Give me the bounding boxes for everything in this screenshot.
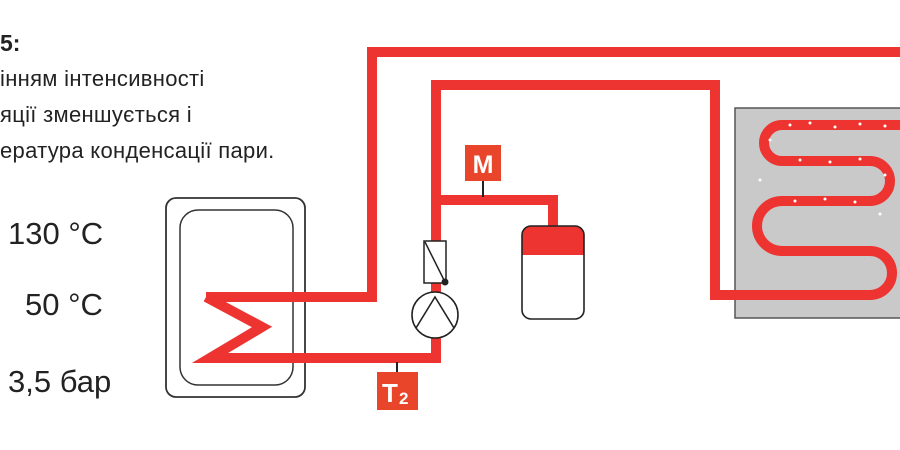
expansion-tank (521, 225, 585, 320)
pipes (191, 47, 900, 363)
text-line-2: яції зменшується і (0, 102, 192, 127)
temperature-sensor-label: T 2 (377, 372, 418, 410)
svg-text:T: T (382, 378, 398, 408)
floor-heating-coil (715, 120, 900, 300)
max-temperature-value: 130 °C (8, 216, 104, 251)
check-valve (423, 240, 449, 286)
manometer-label: M (465, 145, 501, 181)
text-line-3: ература конденсації пари. (0, 138, 275, 163)
floor-coil-dots (758, 121, 887, 216)
svg-text:M: M (473, 151, 494, 179)
text-line-1: інням інтенсивності (0, 66, 205, 91)
pressure-value: 3,5 бар (8, 364, 112, 399)
pump-icon (411, 291, 459, 339)
svg-text:2: 2 (399, 389, 408, 408)
flow-temperature-value: 50 °C (25, 287, 103, 322)
heading: 5: (0, 30, 21, 56)
